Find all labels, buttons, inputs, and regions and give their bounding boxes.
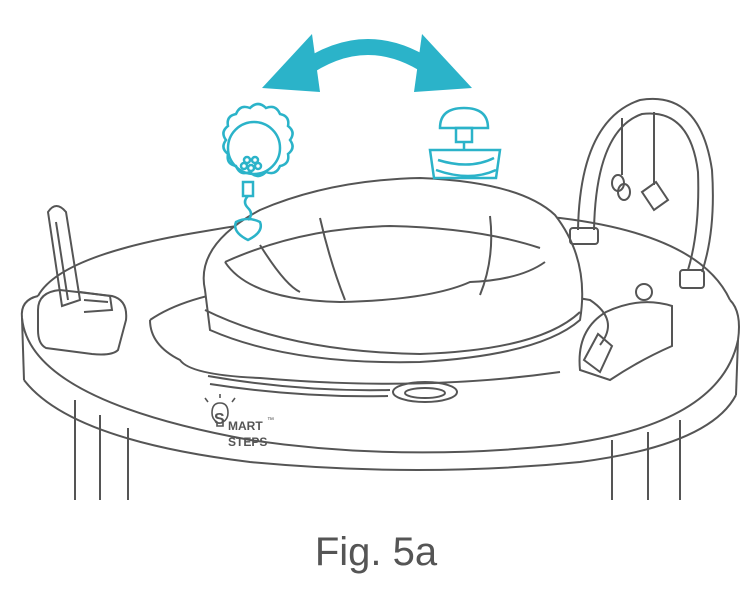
lightbulb-icon xyxy=(204,394,236,427)
walker-legs xyxy=(74,400,681,500)
figure-caption: Fig. 5a xyxy=(314,530,438,574)
rattle-toy-icon xyxy=(222,102,294,242)
double-arrow-rotate-icon xyxy=(262,34,472,92)
toy-arch xyxy=(569,97,714,289)
logo-line2: STEPS xyxy=(228,435,267,449)
smart-steps-logo: S MART ™ STEPS xyxy=(204,394,274,449)
right-toy-pad xyxy=(578,283,673,382)
left-phone-toy xyxy=(37,205,128,356)
seat-cushion xyxy=(202,176,584,364)
logo-initial: S xyxy=(214,411,225,428)
logo-line1: MART xyxy=(228,419,263,433)
spinner-toy-icon xyxy=(428,106,502,180)
logo-trademark: ™ xyxy=(267,417,274,424)
